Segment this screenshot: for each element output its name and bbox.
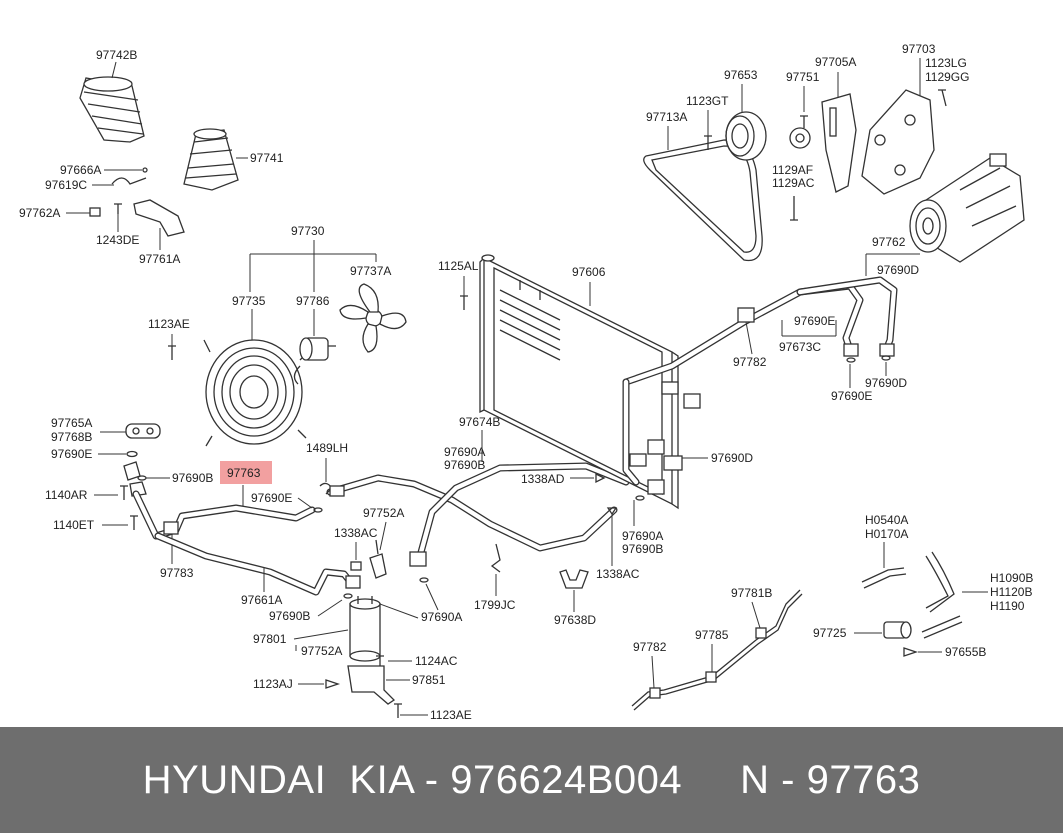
pulley-97653	[725, 111, 767, 161]
boot-97742b	[79, 76, 145, 143]
label-97690d-top: 97690D	[877, 263, 919, 277]
label-97690e-right: 97690E	[794, 314, 835, 328]
hose-h0540a	[861, 551, 963, 639]
pressure-switch-97752a	[369, 539, 387, 579]
label-97752a-low: 97752A	[301, 644, 342, 658]
sensor-97725	[883, 621, 912, 639]
label-97783: 97783	[160, 566, 194, 580]
label-1338ac-right: 1338AC	[596, 567, 640, 581]
label-97768b: 97768B	[51, 430, 92, 444]
label-97762a: 97762A	[19, 206, 60, 220]
bracket-97705a	[821, 93, 857, 193]
fan-blade-97737a	[339, 283, 407, 353]
label-1123gt: 1123GT	[686, 94, 729, 108]
label-97705a: 97705A	[815, 55, 856, 69]
label-97619c: 97619C	[45, 178, 87, 192]
label-97851: 97851	[412, 673, 446, 687]
label-97737a: 97737A	[350, 264, 391, 278]
label-97674b: 97674B	[459, 415, 500, 429]
label-h0540a: H0540A	[865, 513, 908, 527]
pipe-97762-suction	[622, 276, 898, 486]
idler-97751	[789, 115, 811, 149]
label-97690d-mid: 97690D	[711, 451, 753, 465]
label-97781b: 97781B	[731, 586, 772, 600]
part-number-footer: HYUNDAI KIA - 976624B004 N - 97763	[0, 727, 1063, 833]
label-1129ac: 1129AC	[772, 176, 815, 190]
label-97703: 97703	[902, 42, 936, 56]
label-97690a-low: 97690A	[421, 610, 462, 624]
label-97785: 97785	[695, 628, 729, 642]
pipe-97661a	[154, 532, 356, 596]
label-1799jc: 1799JC	[474, 598, 516, 612]
boot-97741	[183, 128, 239, 191]
pipe-97763	[326, 474, 618, 552]
label-h0170a: H0170A	[865, 527, 908, 541]
highlighted-part-box[interactable]	[220, 461, 272, 484]
label-97690b-left: 97690B	[172, 471, 213, 485]
pipe-97674b	[416, 462, 630, 560]
label-97655b: 97655B	[945, 645, 986, 659]
label-1338ad: 1338AD	[521, 472, 565, 486]
label-97653: 97653	[724, 68, 758, 82]
label-1243de: 1243DE	[96, 233, 139, 247]
label-97763: 97763	[227, 466, 261, 480]
label-1123ae-bottom: 1123AE	[430, 708, 472, 722]
bracket-97851	[347, 665, 396, 705]
label-97713a: 97713A	[646, 110, 687, 124]
label-97606: 97606	[572, 265, 606, 279]
receiver-drier-97801	[349, 596, 381, 662]
label-97751: 97751	[786, 70, 820, 84]
fan-shroud-97735	[203, 339, 309, 447]
label-97801: 97801	[253, 632, 287, 646]
label-1338ac-left: 1338AC	[334, 526, 378, 540]
label-97761a: 97761A	[139, 252, 180, 266]
label-97690b-low: 97690B	[269, 609, 310, 623]
label-1123lg: 1123LG	[925, 56, 967, 70]
label-97690b-mid: 97690B	[444, 458, 485, 472]
label-97673c: 97673C	[779, 340, 821, 354]
fan-motor-97786	[293, 337, 336, 385]
label-1489lh: 1489LH	[306, 441, 348, 455]
label-97725: 97725	[813, 626, 847, 640]
label-97690e-right2: 97690E	[831, 389, 872, 403]
label-97765a: 97765A	[51, 416, 92, 430]
label-97690e-mid: 97690E	[251, 491, 292, 505]
label-1140ar: 1140AR	[45, 488, 88, 502]
compressor	[909, 153, 1025, 263]
footer-text: HYUNDAI KIA - 976624B004 N - 97763	[142, 757, 921, 802]
label-97690a-right: 97690A	[622, 529, 663, 543]
label-97762-right: 97762	[872, 235, 906, 249]
label-97690d-right: 97690D	[865, 376, 907, 390]
label-97661a: 97661A	[241, 593, 282, 607]
label-97690e-left: 97690E	[51, 447, 92, 461]
label-h1090b: H1090B	[990, 571, 1033, 585]
label-97735: 97735	[232, 294, 266, 308]
label-1129gg: 1129GG	[925, 70, 969, 84]
label-97638d: 97638D	[554, 613, 596, 627]
label-1125al: 1125AL	[438, 259, 479, 273]
label-h1190: H1190	[990, 599, 1025, 613]
label-97782-lower: 97782	[633, 640, 667, 654]
label-97742b: 97742B	[96, 48, 137, 62]
label-97690a-mid: 97690A	[444, 445, 485, 459]
label-97782-upper: 97782	[733, 355, 767, 369]
bracket-97703	[861, 89, 935, 195]
label-97786: 97786	[296, 294, 330, 308]
label-1129af: 1129AF	[772, 163, 813, 177]
bracket-97761a	[133, 199, 185, 237]
label-97666a: 97666A	[60, 163, 101, 177]
label-97752a-top: 97752A	[363, 506, 404, 520]
label-1140et: 1140ET	[53, 518, 95, 532]
parts-diagram: 97742B 97741 97666A 97619C 97762A 1243DE…	[19, 42, 1033, 722]
label-h1120b: H1120B	[990, 585, 1032, 599]
label-1124ac: 1124AC	[415, 654, 458, 668]
label-1123ae-top: 1123AE	[148, 317, 190, 331]
clamp-97638d	[559, 569, 589, 589]
label-97690b-right: 97690B	[622, 542, 663, 556]
label-97741: 97741	[250, 151, 284, 165]
label-1123aj: 1123AJ	[253, 677, 293, 691]
label-97730: 97730	[291, 224, 325, 238]
